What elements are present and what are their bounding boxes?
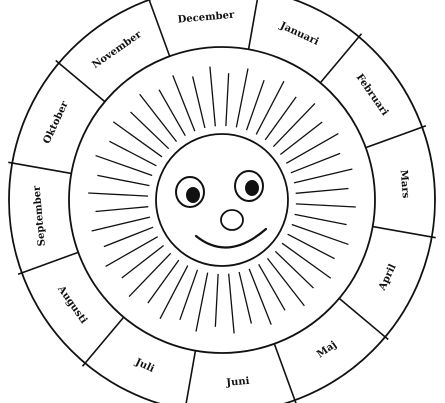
month-label-februari: Februari (354, 72, 391, 118)
sun-ray (109, 141, 156, 166)
sun-ray (129, 253, 171, 296)
sun-ray (193, 76, 205, 128)
smiling-sun-icon (88, 67, 356, 334)
month-divider (18, 252, 78, 274)
sun-ray (267, 258, 304, 305)
sun-ray (210, 67, 215, 127)
sun-ray (196, 273, 208, 332)
sun-ray (92, 217, 150, 231)
sun-ray (226, 73, 229, 126)
right-pupil (245, 180, 259, 196)
sun-ray (180, 270, 198, 320)
sun-ray (275, 251, 313, 288)
left-pupil (186, 187, 200, 203)
sun-ray (282, 243, 331, 278)
sun-ray (88, 193, 148, 196)
sun-ray (296, 204, 356, 207)
sun-ray (286, 134, 338, 164)
sun-ray (106, 237, 158, 267)
sun-ray (273, 103, 315, 146)
sun-ray (113, 122, 162, 157)
sun-ray (215, 274, 218, 327)
month-label-mars: Mars (398, 169, 411, 199)
month-label-januari: Januari (277, 20, 320, 48)
sun-ray (236, 69, 248, 128)
month-divider (274, 344, 296, 403)
month-divider (373, 227, 436, 238)
month-label-juli: Juli (133, 356, 157, 375)
sun-ray (229, 274, 234, 334)
month-label-maj: Maj (315, 339, 339, 360)
sun-ray (122, 245, 164, 278)
month-divider (83, 317, 124, 366)
month-label-september: September (32, 184, 48, 246)
month-label-oktober: Oktober (42, 99, 72, 146)
sun-ray (131, 112, 169, 149)
sun-ray (296, 189, 349, 194)
sun-ray (249, 269, 271, 325)
sun-nose (221, 210, 243, 230)
sun-ray (140, 94, 177, 141)
sun-ray (97, 175, 149, 185)
sun-ray (239, 272, 251, 324)
sun-ray (294, 169, 352, 183)
month-divider (366, 126, 426, 148)
month-label-november: November (90, 29, 144, 71)
month-label-december: December (177, 10, 235, 26)
sun-ray (265, 97, 296, 140)
month-label-april: April (377, 262, 399, 293)
month-divider (8, 162, 71, 173)
month-label-juni: Juni (225, 376, 250, 389)
sun-ray (295, 214, 347, 224)
sun-ray (96, 207, 149, 212)
month-divider (339, 298, 388, 339)
month-label-augusti: Augusti (55, 283, 90, 326)
month-divider (148, 0, 170, 56)
month-divider (184, 351, 195, 403)
sun-ray (247, 80, 265, 130)
sun-ray (288, 234, 335, 259)
month-divider (320, 34, 361, 83)
sun-ray (280, 122, 322, 155)
sun-ray (148, 260, 179, 303)
month-divider (249, 0, 260, 49)
sun-ray (173, 75, 195, 131)
